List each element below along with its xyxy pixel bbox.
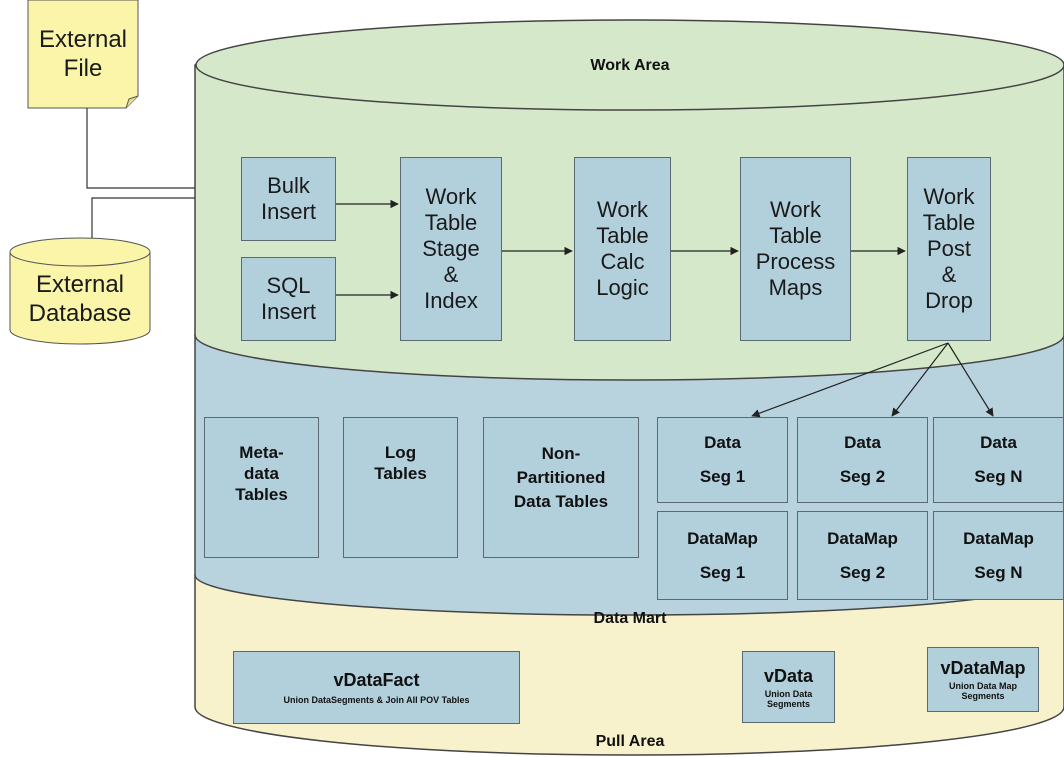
log-tables-box: Log Tables	[343, 417, 458, 558]
sql-insert-box: SQL Insert	[241, 257, 336, 341]
datamap-seg-2-box: DataMap Seg 2	[797, 511, 928, 600]
calc-logic-box: Work Table Calc Logic	[574, 157, 671, 341]
arrow-post-to-segn	[947, 342, 994, 417]
datamap-seg-n-box: DataMap Seg N	[933, 511, 1064, 600]
stage-index-box: Work Table Stage & Index	[400, 157, 502, 341]
process-maps-box: Work Table Process Maps	[740, 157, 851, 341]
vdata-name: vData	[763, 665, 814, 686]
vdatafact-box: vDataFact Union DataSegments & Join All …	[233, 651, 520, 724]
arrow-post-to-seg1	[751, 342, 949, 418]
metadata-tables-box: Meta- data Tables	[204, 417, 319, 558]
external-database-label: External Database	[28, 271, 132, 327]
arrow-post-to-seg2	[891, 342, 949, 417]
external-file-label: External File	[38, 26, 128, 82]
pull-area-title: Pull Area	[595, 733, 665, 750]
vdatamap-box: vDataMap Union Data Map Segments	[927, 647, 1039, 712]
database-connector	[91, 197, 195, 238]
data-seg-1-box: Data Seg 1	[657, 417, 788, 503]
vdatafact-desc: Union DataSegments & Join All POV Tables	[283, 695, 470, 705]
non-partitioned-box: Non- Partitioned Data Tables	[483, 417, 639, 558]
vdatamap-name: vDataMap	[940, 658, 1026, 678]
bulk-insert-box: Bulk Insert	[241, 157, 336, 241]
post-drop-box: Work Table Post & Drop	[907, 157, 991, 341]
data-seg-n-box: Data Seg N	[933, 417, 1064, 503]
data-seg-2-box: Data Seg 2	[797, 417, 928, 503]
cylinder-top	[195, 19, 1064, 111]
data-mart-title: Data Mart	[593, 610, 667, 627]
vdata-box: vData Union Data Segments	[742, 651, 835, 723]
work-area-title: Work Area	[590, 57, 670, 74]
vdatafact-name: vDataFact	[333, 670, 420, 690]
external-database-shape	[9, 252, 151, 345]
datamap-seg-1-box: DataMap Seg 1	[657, 511, 788, 600]
file-connector	[86, 108, 195, 189]
